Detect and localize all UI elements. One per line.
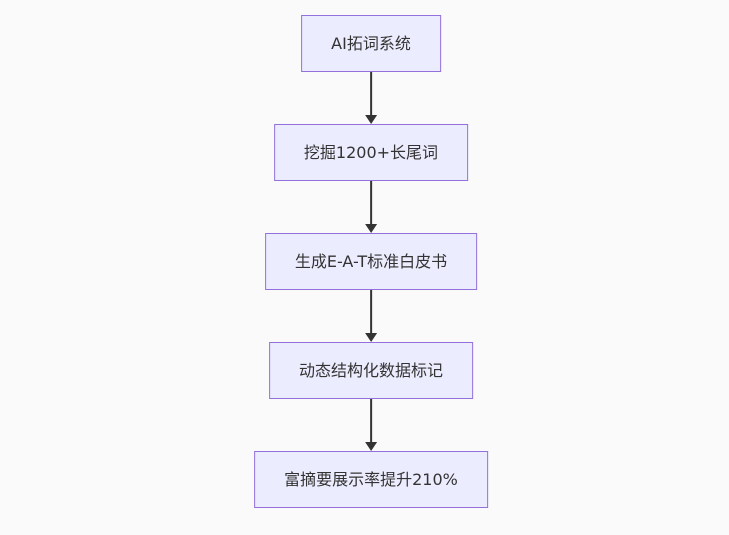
flowchart-node-step1: AI拓词系统: [301, 15, 441, 72]
flowchart-node-step5: 富摘要展示率提升210%: [254, 451, 488, 508]
arrow-line: [370, 181, 372, 224]
connector-arrow-2: [365, 181, 377, 233]
connector-arrow-4: [365, 399, 377, 451]
arrowhead-down-icon: [365, 442, 377, 451]
arrowhead-down-icon: [365, 224, 377, 233]
arrow-line: [370, 399, 372, 442]
arrow-line: [370, 290, 372, 333]
arrowhead-down-icon: [365, 333, 377, 342]
connector-arrow-1: [365, 72, 377, 124]
flowchart-node-step3: 生成E-A-T标准白皮书: [264, 233, 478, 290]
flowchart-node-step4: 动态结构化数据标记: [268, 342, 473, 399]
connector-arrow-3: [365, 290, 377, 342]
arrowhead-down-icon: [365, 115, 377, 124]
arrow-line: [370, 72, 372, 115]
flowchart: AI拓词系统 挖掘1200+长尾词 生成E-A-T标准白皮书 动态结构化数据标记…: [254, 15, 488, 508]
flowchart-node-step2: 挖掘1200+长尾词: [273, 124, 469, 181]
